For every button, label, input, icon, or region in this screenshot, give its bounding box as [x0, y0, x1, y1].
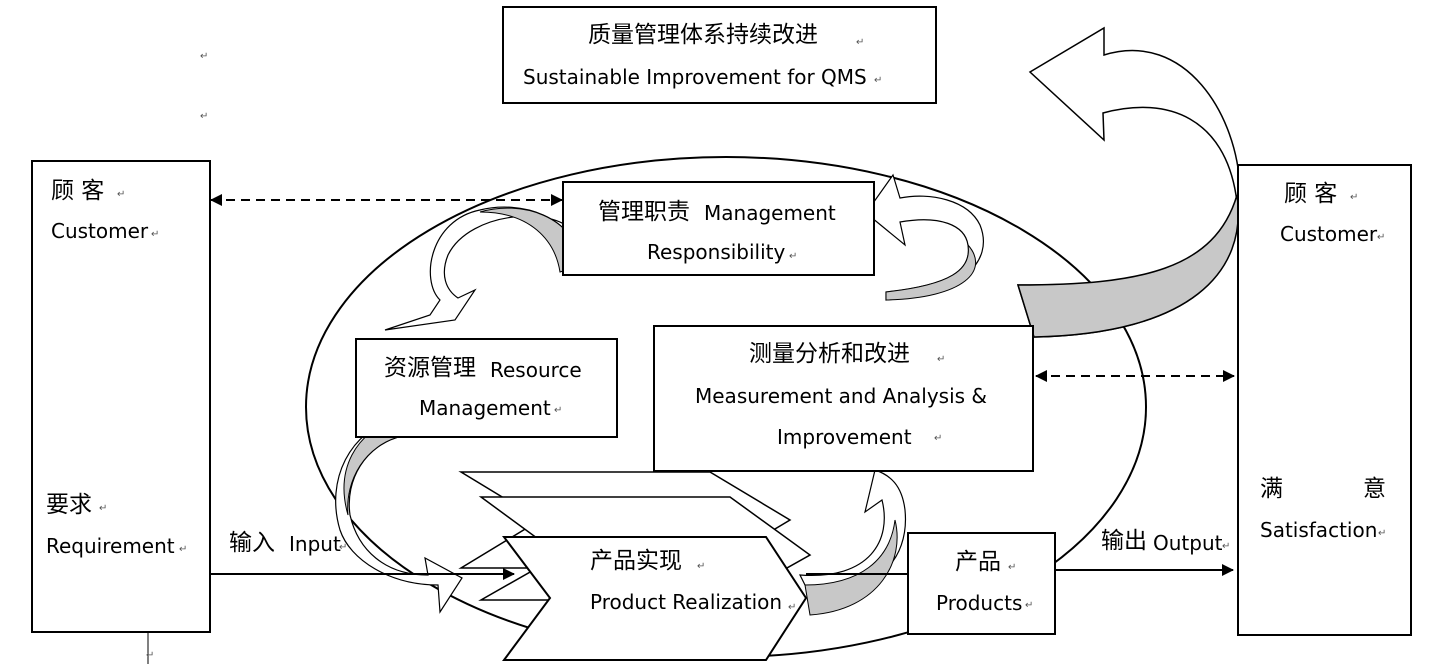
- paragraph-mark: ↵: [1378, 528, 1387, 539]
- realization-en: Product Realization: [590, 590, 783, 614]
- satisfaction-zh-2: 意: [1363, 476, 1386, 502]
- satisfaction-en: Satisfaction: [1260, 518, 1378, 542]
- realization-chevron-front: [501, 536, 808, 661]
- paragraph-mark: ↵: [146, 650, 155, 661]
- paragraph-mark: ↵: [788, 602, 797, 613]
- paragraph-mark: ↵: [1008, 562, 1017, 573]
- paragraph-mark: ↵: [789, 251, 798, 262]
- paragraph-mark: ↵: [99, 503, 108, 514]
- resource-en-2: Management: [419, 396, 551, 420]
- paragraph-mark: ↵: [1350, 192, 1359, 203]
- resource-to-realization-arrow: [335, 417, 463, 614]
- qms-box: [502, 6, 937, 104]
- qms-title-en: Sustainable Improvement for QMS: [523, 65, 867, 89]
- right-customer-zh: 顾 客: [1284, 181, 1338, 207]
- measurement-to-mgmt-arrow: [865, 173, 985, 301]
- measurement-to-mgmt-shade: [885, 243, 977, 301]
- requirement-zh: 要求: [46, 492, 92, 518]
- products-box: [907, 532, 1056, 635]
- paragraph-mark: ↵: [1025, 600, 1034, 611]
- right-customer-en: Customer: [1280, 222, 1378, 246]
- left-customer-zh: 顾 客: [51, 178, 105, 204]
- paragraph-mark: ↵: [200, 111, 209, 122]
- improvement-arrow-shade: [1016, 194, 1239, 338]
- management-box: [562, 181, 875, 276]
- paragraph-mark: ↵: [200, 51, 209, 62]
- paragraph-mark: ↵: [1222, 541, 1231, 552]
- output-zh: 输出: [1101, 528, 1147, 554]
- paragraph-mark: ↵: [697, 561, 706, 572]
- products-zh: 产品: [955, 549, 1001, 575]
- right-customer-box: [1237, 164, 1412, 636]
- input-zh: 输入: [229, 530, 275, 556]
- qms-title-zh: 质量管理体系持续改进: [588, 22, 818, 48]
- requirement-en: Requirement: [46, 534, 175, 558]
- output-en: Output: [1153, 531, 1223, 555]
- management-zh: 管理职责: [598, 199, 690, 225]
- resource-box: [355, 338, 618, 438]
- resource-zh: 资源管理: [384, 355, 476, 381]
- left-customer-box: [31, 160, 211, 633]
- products-en: Products: [936, 591, 1023, 615]
- paragraph-mark: ↵: [856, 37, 865, 48]
- paragraph-mark: ↵: [937, 354, 946, 365]
- paragraph-mark: ↵: [934, 433, 943, 444]
- left-customer-en: Customer: [51, 219, 149, 243]
- measurement-zh: 测量分析和改进: [749, 341, 910, 367]
- paragraph-mark: ↵: [179, 544, 188, 555]
- measurement-en-2: Improvement: [777, 425, 912, 449]
- paragraph-mark: ↵: [151, 229, 160, 240]
- paragraph-mark: ↵: [339, 542, 348, 553]
- paragraph-mark: ↵: [117, 189, 126, 200]
- realization-zh: 产品实现: [590, 548, 682, 574]
- input-en: Input: [289, 532, 341, 556]
- products-to-measurement-arrow: [798, 469, 907, 589]
- measurement-box: [653, 325, 1034, 472]
- products-to-measurement-shade: [804, 519, 898, 616]
- satisfaction-zh-1: 满: [1260, 476, 1283, 502]
- paragraph-mark: ↵: [874, 75, 883, 86]
- resource-en-1: Resource: [490, 358, 582, 382]
- management-en-1: Management: [704, 201, 836, 225]
- management-en-2: Responsibility: [647, 240, 786, 264]
- measurement-en-1: Measurement and Analysis &: [695, 384, 988, 408]
- paragraph-mark: ↵: [554, 405, 563, 416]
- paragraph-mark: ↵: [1377, 232, 1386, 243]
